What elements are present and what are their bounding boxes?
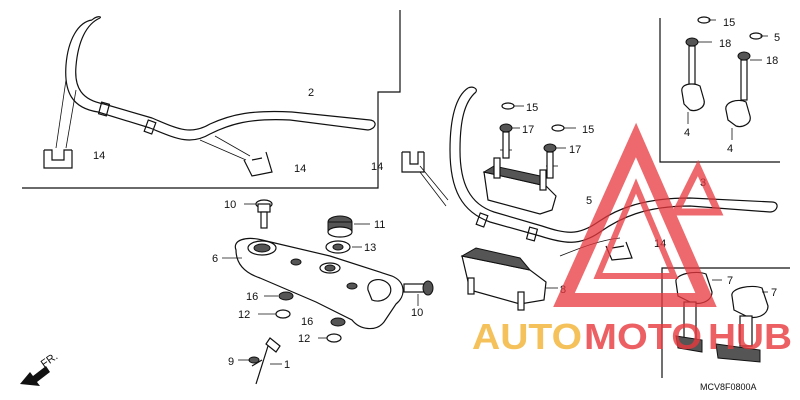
front-direction-arrow: FR. <box>20 350 60 386</box>
wire-clip-left-2 <box>243 151 273 177</box>
callout-14-a: 14 <box>93 150 105 162</box>
watermark-text: AUTO MOTO HUB <box>472 316 792 357</box>
bolt-17-left <box>499 123 520 159</box>
callout-14-b: 14 <box>294 163 306 175</box>
upper-holder-right <box>482 149 558 215</box>
nut-12-left <box>258 309 291 319</box>
callout-10-a: 10 <box>224 199 236 211</box>
watermark-moto: MOTO <box>584 316 702 357</box>
callout-15-b: 15 <box>582 124 594 136</box>
callout-17-a: 17 <box>522 124 534 136</box>
callout-6: 6 <box>212 253 218 265</box>
callout-9: 9 <box>228 356 234 368</box>
screw-9-clamp-1 <box>238 337 282 385</box>
bolt-17-right <box>543 143 566 179</box>
callout-12-b: 12 <box>298 333 310 345</box>
watermark-hub: HUB <box>708 316 792 357</box>
wire-clip-left-1 <box>43 149 73 169</box>
watermark-logo <box>553 122 724 307</box>
upper-holder-6 <box>222 237 404 330</box>
washer-15-left <box>501 102 524 110</box>
callout-15-a: 15 <box>526 102 538 114</box>
callout-5-b: 5 <box>774 32 780 44</box>
front-marker-text: FR. <box>39 350 60 370</box>
callout-5-a: 5 <box>586 195 592 207</box>
nut-12-right <box>318 333 342 343</box>
callout-7-b: 7 <box>771 287 777 299</box>
callout-16-b: 16 <box>301 316 313 328</box>
nut-16-left <box>264 291 294 301</box>
bolt-10-lower <box>403 280 434 306</box>
bottom-right-inset-frame <box>661 267 790 378</box>
callout-15-c: 15 <box>723 17 735 29</box>
inset-holder-4-right <box>725 32 768 140</box>
watermark-auto: AUTO <box>472 316 582 357</box>
callout-10-b: 10 <box>411 307 423 319</box>
inset-holder-4-left <box>681 16 716 124</box>
inset-holder-7-right <box>715 285 769 363</box>
washer-13 <box>325 240 362 254</box>
callout-labels: 2 14 14 14 14 10 10 11 13 6 16 12 16 12 … <box>93 17 780 371</box>
callout-1: 1 <box>284 359 290 371</box>
handlebar-left-assembly <box>55 16 376 161</box>
callout-17-b: 17 <box>569 144 581 156</box>
left-inset-frame <box>22 10 401 189</box>
callout-12-a: 12 <box>238 309 250 321</box>
lower-holder-8 <box>460 247 558 311</box>
callout-16-a: 16 <box>246 291 258 303</box>
diagram-code: MCV8F0800A <box>700 382 757 392</box>
wire-clip-right-1 <box>401 151 425 173</box>
callout-11: 11 <box>374 219 385 231</box>
callout-2: 2 <box>308 87 314 99</box>
callout-13: 13 <box>364 242 376 254</box>
callout-4-b: 4 <box>727 143 733 155</box>
callout-7-a: 7 <box>727 275 733 287</box>
callout-18-b: 18 <box>766 55 778 67</box>
right-inset-frame <box>659 18 780 163</box>
nut-16-right <box>330 317 346 327</box>
washer-15-right <box>551 124 576 132</box>
callout-18-a: 18 <box>719 38 731 50</box>
cap-nut-11 <box>327 215 370 238</box>
bolt-10-upper <box>244 199 273 229</box>
callout-14-c: 14 <box>371 161 383 173</box>
callout-4-a: 4 <box>684 127 690 139</box>
